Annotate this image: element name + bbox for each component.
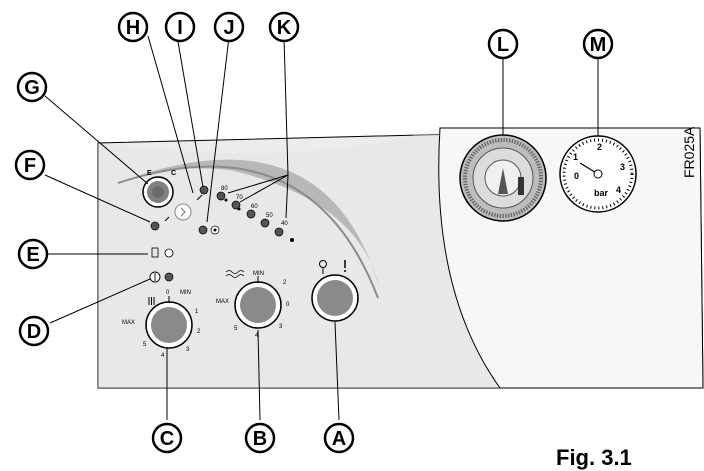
- dial-c-max: MAX: [122, 320, 135, 326]
- indicator-i: [199, 185, 209, 195]
- callout-i: I: [177, 17, 183, 39]
- callout-c: C: [160, 428, 174, 450]
- temp-label-40: 40: [281, 221, 288, 227]
- switch-right-label: C: [171, 170, 176, 177]
- selector-dial-a[interactable]: [311, 274, 359, 322]
- heating-dial-c[interactable]: [145, 296, 193, 349]
- switch-left-label: E: [147, 170, 152, 177]
- callout-d: D: [27, 321, 41, 343]
- indicator-i-arrow-icon: [196, 194, 203, 201]
- indicator-f: [150, 221, 160, 231]
- dial-c-1: 1: [195, 309, 199, 315]
- temp-label-80: 80: [221, 186, 228, 192]
- callout-k: K: [277, 17, 292, 39]
- dial-c-2: 2: [197, 329, 201, 335]
- callout-l: L: [497, 34, 509, 56]
- dial-c-0: 0: [166, 290, 170, 296]
- pressure-gauge-m: [559, 135, 637, 213]
- tap-water-icon: [225, 270, 245, 278]
- dial-c-5: 5: [143, 342, 147, 348]
- callout-e: E: [26, 244, 39, 266]
- gauge-unit: bar: [594, 188, 609, 198]
- temp-label-70: 70: [236, 195, 243, 201]
- water-level-icon: [151, 247, 159, 258]
- switch-g[interactable]: [142, 176, 174, 208]
- dial-b-max: MAX: [216, 299, 229, 305]
- timer-clock-l[interactable]: [459, 134, 547, 222]
- figure-code: FR025A: [681, 126, 697, 178]
- dial-b-2: 2: [283, 280, 287, 286]
- leader-lines: [44, 35, 599, 421]
- gauge-3: 3: [620, 162, 625, 172]
- gauge-1: 1: [573, 152, 578, 162]
- indicator-d: [149, 271, 174, 283]
- off-icon: [319, 260, 327, 268]
- radiator-icon: [148, 297, 155, 305]
- dial-b-4: 4: [255, 333, 259, 339]
- reset-button-h[interactable]: [174, 203, 192, 221]
- dial-b-min: MIN: [253, 271, 264, 277]
- indicator-j: [198, 225, 208, 235]
- temp-label-50: 50: [266, 213, 273, 219]
- callout-m: M: [590, 34, 607, 56]
- callout-g: G: [24, 77, 40, 99]
- dial-b-3: 3: [279, 324, 283, 330]
- dial-c-min: MIN: [180, 290, 191, 296]
- drop-icon: [290, 238, 294, 242]
- callout-a: A: [332, 428, 346, 450]
- callout-h: H: [126, 17, 140, 39]
- dial-b-0: 0: [286, 302, 290, 308]
- callout-f: F: [24, 155, 36, 177]
- temp-label-60: 60: [251, 204, 258, 210]
- temperature-leds-k: [216, 191, 284, 237]
- dial-c-4: 4: [161, 353, 165, 359]
- callout-j: J: [223, 17, 234, 39]
- gauge-2: 2: [597, 142, 602, 152]
- gauge-4: 4: [616, 185, 621, 195]
- callout-circles: [14, 11, 614, 454]
- callout-b: B: [253, 428, 267, 450]
- figure-caption: Fig. 3.1: [556, 445, 632, 470]
- hot-water-dial-b[interactable]: [234, 276, 282, 329]
- gauge-0: 0: [574, 171, 579, 181]
- indicator-f-arrow-icon: [164, 216, 170, 222]
- dial-b-5: 5: [234, 326, 238, 332]
- indicator-e: [151, 247, 174, 258]
- dial-c-3: 3: [186, 347, 190, 353]
